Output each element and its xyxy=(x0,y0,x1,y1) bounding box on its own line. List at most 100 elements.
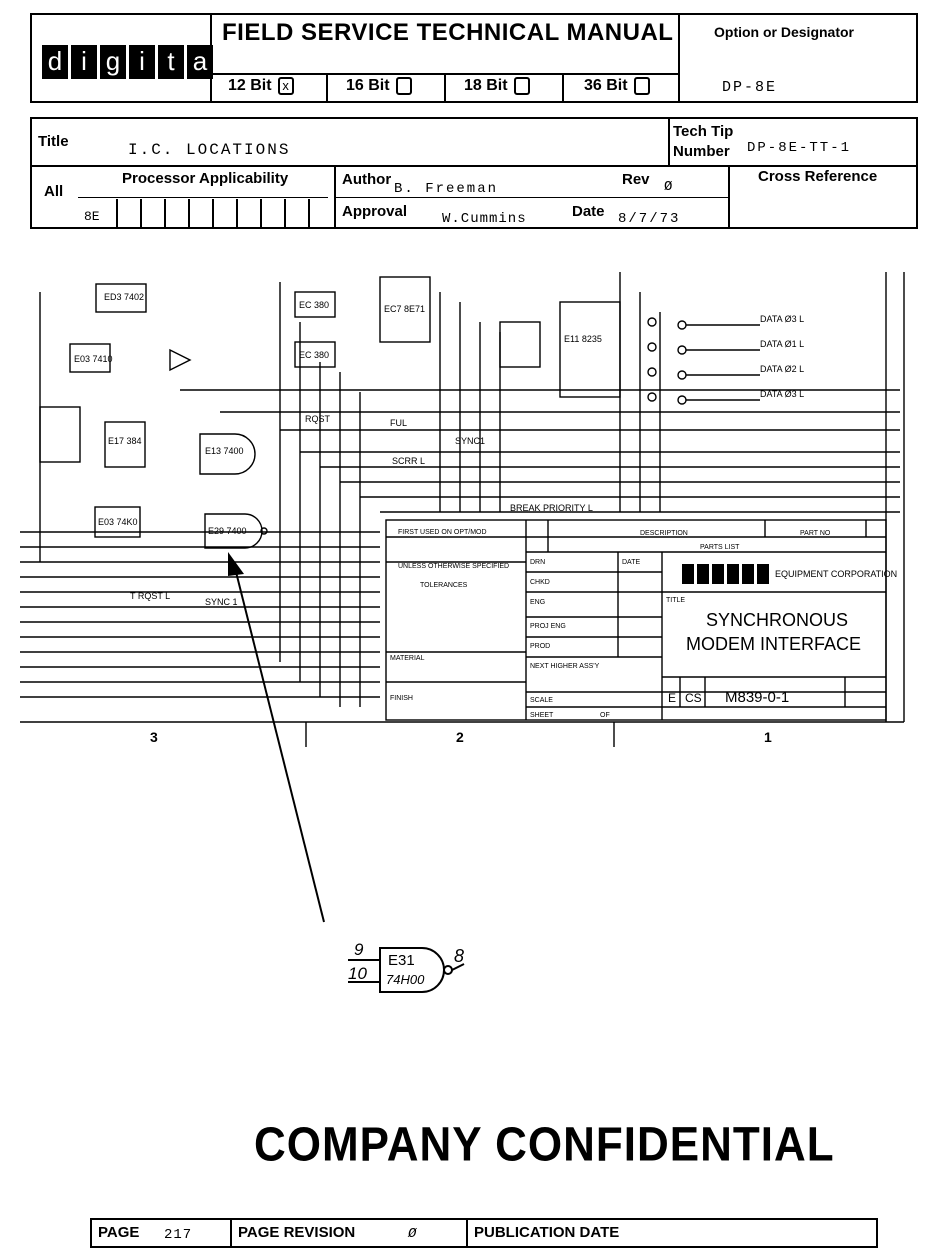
logo-letter: a xyxy=(187,45,213,79)
publication-date-label: PUBLICATION DATE xyxy=(474,1224,620,1241)
tb-material: MATERIAL xyxy=(390,655,425,662)
tb-drawing-title-1: SYNCHRONOUS xyxy=(706,610,848,630)
processor-label: Processor Applicability xyxy=(122,170,289,187)
author-label: Author xyxy=(342,171,392,188)
signal-label: DATA Ø3 L xyxy=(760,314,804,324)
checkbox-16bit[interactable] xyxy=(395,77,412,95)
tb-drawing-number: M839-0-1 xyxy=(725,689,789,706)
tb-sheet: SHEET xyxy=(530,712,554,719)
checkbox-18bit[interactable] xyxy=(513,77,530,95)
signal-label: BREAK PRIORITY L xyxy=(510,503,593,513)
signal-label: RQST xyxy=(305,414,331,424)
tb-description: DESCRIPTION xyxy=(640,530,688,537)
chip-label: EC 380 xyxy=(299,350,329,360)
tb-prod: PROD xyxy=(530,643,550,650)
logo-letter: d xyxy=(42,45,68,79)
approval-label: Approval xyxy=(342,203,408,220)
date-label: Date xyxy=(572,203,605,220)
tb-scale: SCALE xyxy=(530,697,553,704)
tb-code: CS xyxy=(685,691,702,705)
tb-unless: UNLESS OTHERWISE SPECIFIED xyxy=(398,563,509,570)
chip-label: E03 74K0 xyxy=(98,517,138,527)
schematic-drawing: ED3 7402 E03 7410 E17 384 E03 74K0 E13 7… xyxy=(20,272,905,747)
tb-parts-list: PARTS LIST xyxy=(700,544,740,551)
page-revision-label: PAGE REVISION xyxy=(238,1224,356,1241)
tech-tip-label-line: Number xyxy=(673,143,730,160)
signal-label: SYNC 1 xyxy=(205,597,238,607)
rev-label: Rev xyxy=(622,171,650,188)
tb-eng: ENG xyxy=(530,599,545,606)
pin-out: 8 xyxy=(454,946,465,966)
chip-label: E17 384 xyxy=(108,436,142,446)
rev-value: Ø xyxy=(664,179,673,195)
tb-proj-eng: PROJ ENG xyxy=(530,623,566,630)
tech-tip-label: Tech Tip Number xyxy=(673,122,733,162)
zone-label: 2 xyxy=(456,729,464,745)
logo-letter: i xyxy=(129,45,155,79)
tb-next-higher: NEXT HIGHER ASS'Y xyxy=(530,663,600,670)
title-block-logo xyxy=(682,564,769,584)
tech-tip-value: DP-8E-TT-1 xyxy=(747,140,852,156)
chip-label: E29 7400 xyxy=(208,526,247,536)
footer-block: PAGE 217 PAGE REVISION Ø PUBLICATION DAT… xyxy=(90,1218,878,1248)
logo-letter: i xyxy=(71,45,97,79)
date-value: 8/7/73 xyxy=(618,211,681,227)
bit-option-16: 16 Bit xyxy=(346,77,412,95)
signal-label: SYNC1 xyxy=(455,436,485,446)
tb-company: EQUIPMENT CORPORATION xyxy=(775,569,897,579)
signal-label: DATA Ø3 L xyxy=(760,389,804,399)
callout-gate: 9 10 E31 74H00 8 xyxy=(340,940,480,1000)
chip-label: E03 7410 xyxy=(74,354,113,364)
bit-label: 18 Bit xyxy=(464,77,508,95)
checkbox-12bit[interactable]: x xyxy=(277,77,294,95)
zone-label: 1 xyxy=(764,729,772,745)
bit-option-18: 18 Bit xyxy=(464,77,530,95)
tb-drawing-title-2: MODEM INTERFACE xyxy=(686,634,861,654)
tb-part-no: PART NO xyxy=(800,530,831,537)
title-value: I.C. LOCATIONS xyxy=(128,141,291,159)
gate-part: 74H00 xyxy=(386,972,425,987)
tb-tolerances: TOLERANCES xyxy=(420,582,468,589)
manual-title: FIELD SERVICE TECHNICAL MANUAL xyxy=(222,19,674,46)
page-value: 217 xyxy=(164,1227,193,1243)
approval-value: W.Cummins xyxy=(442,211,527,227)
gate-label: E31 xyxy=(388,952,415,969)
tb-first-used: FIRST USED ON OPT/MOD xyxy=(398,529,487,536)
tb-title: TITLE xyxy=(666,597,685,604)
option-value: DP-8E xyxy=(722,79,778,96)
company-confidential-stamp: COMPANY CONFIDENTIAL xyxy=(254,1117,835,1172)
tb-size: E xyxy=(668,691,676,705)
page-label: PAGE xyxy=(98,1224,140,1241)
chip-label: E13 7400 xyxy=(205,446,244,456)
signal-label: DATA Ø2 L xyxy=(760,364,804,374)
chip-label: EC 380 xyxy=(299,300,329,310)
signal-label: T RQST L xyxy=(130,591,170,601)
signal-label: DATA Ø1 L xyxy=(760,339,804,349)
logo-letter: g xyxy=(100,45,126,79)
chip-label: EC7 8E71 xyxy=(384,304,425,314)
processor-value: 8E xyxy=(84,209,100,224)
all-label: All xyxy=(44,183,64,200)
pin-in-2: 10 xyxy=(348,964,367,983)
tb-drn: DRN xyxy=(530,559,545,566)
pin-in-1: 9 xyxy=(354,940,364,959)
tb-sheet-of: OF xyxy=(600,712,610,719)
page-revision-value: Ø xyxy=(408,1226,417,1242)
chip-label: ED3 7402 xyxy=(104,292,144,302)
callout-arrow xyxy=(228,552,325,923)
bit-label: 16 Bit xyxy=(346,77,390,95)
author-value: B. Freeman xyxy=(394,181,499,197)
checkbox-36bit[interactable] xyxy=(633,77,650,95)
signal-label: SCRR L xyxy=(392,456,425,466)
tb-date: DATE xyxy=(622,559,640,566)
zone-label: 3 xyxy=(150,729,158,745)
cross-reference-label: Cross Reference xyxy=(758,168,878,185)
chip-label: E11 8235 xyxy=(564,334,602,344)
nand-gate-icon xyxy=(348,947,465,993)
option-label: Option or Designator xyxy=(714,24,854,40)
tech-tip-label-line: Tech Tip xyxy=(673,123,734,140)
bit-label: 36 Bit xyxy=(584,77,628,95)
